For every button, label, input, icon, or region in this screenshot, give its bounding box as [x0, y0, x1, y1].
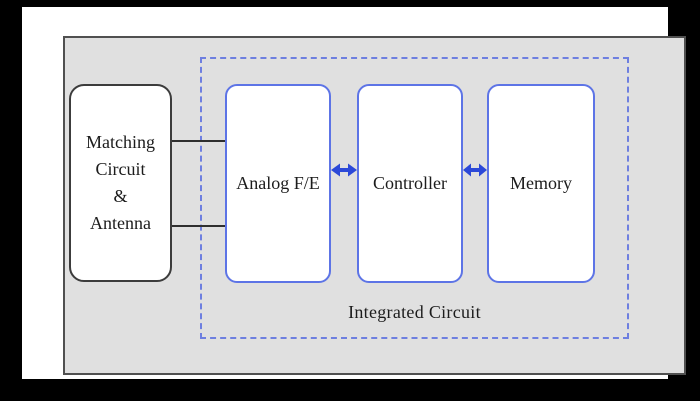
- node-label-line: Circuit: [95, 159, 146, 179]
- node-label-line: Matching: [86, 132, 155, 152]
- node-controller: Controller: [357, 84, 463, 283]
- integrated-circuit-label: Integrated Circuit: [348, 302, 481, 322]
- connector-line-bottom: [172, 225, 225, 227]
- node-label: Analog F/E: [236, 173, 320, 193]
- node-label: Memory: [510, 173, 572, 193]
- connector-line-top: [172, 140, 225, 142]
- node-label-line: Antenna: [90, 213, 151, 233]
- bidirectional-arrow-icon: [463, 163, 487, 177]
- node-analog-fe: Analog F/E: [225, 84, 331, 283]
- integrated-circuit-boundary: Integrated Circuit: [200, 57, 629, 339]
- node-memory: Memory: [487, 84, 595, 283]
- node-matching-circuit-antenna: Matching Circuit & Antenna: [69, 84, 172, 282]
- node-label: Controller: [373, 173, 447, 193]
- node-label-line: &: [113, 186, 128, 206]
- bidirectional-arrow-icon: [331, 163, 357, 177]
